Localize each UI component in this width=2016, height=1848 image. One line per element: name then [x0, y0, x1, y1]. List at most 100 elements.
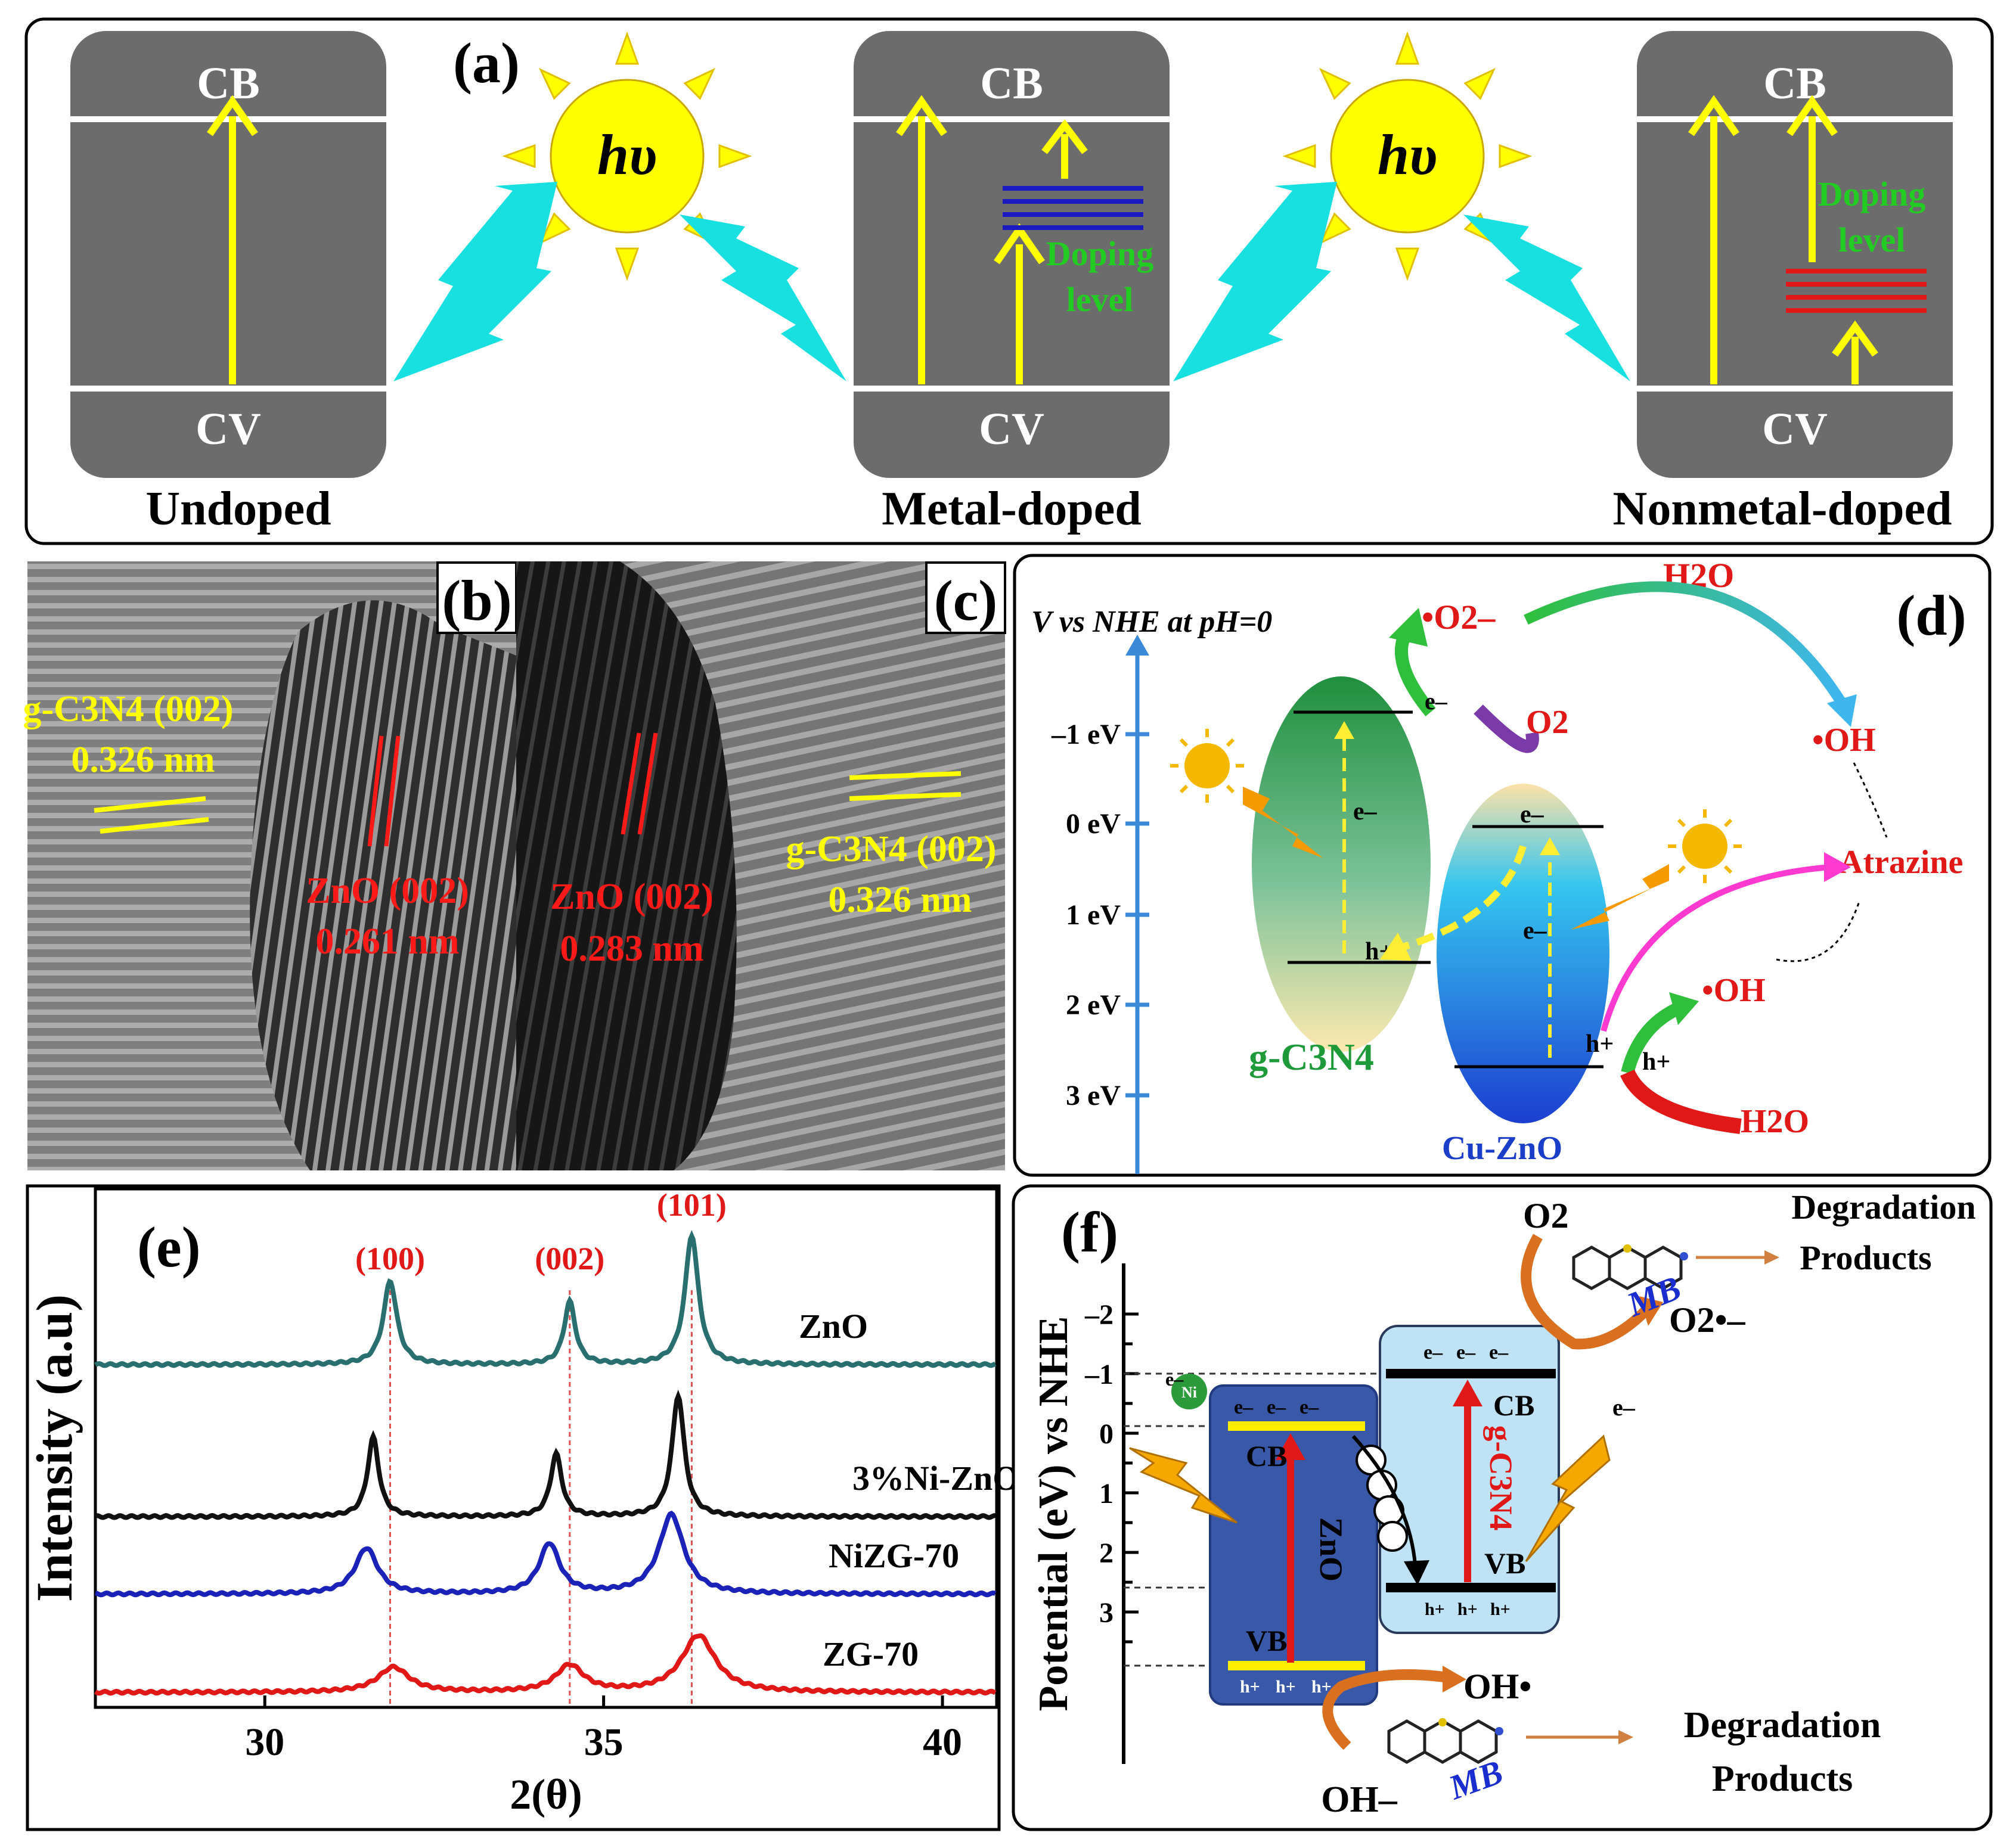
zno-plane-label: ZnO (002)	[306, 871, 469, 911]
sun-icon	[1668, 809, 1742, 883]
gcn-label: g-C3N4	[1483, 1425, 1519, 1531]
svg-text:2: 2	[1099, 1538, 1114, 1569]
axis-tick-labels: –1 eV 0 eV 1 eV 2 eV 3 eV	[1051, 719, 1121, 1111]
lightning-bolt-icon	[393, 182, 557, 381]
plot-area	[94, 1187, 998, 1709]
cb-label: CB	[1763, 58, 1826, 108]
panel-b-hrtem: (b) g-C3N4 (002) 0.326 nm ZnO (002) 0.26…	[23, 561, 517, 1170]
electron-label: e–	[1523, 917, 1547, 945]
panel-a: (a) CB CV Undoped CB CV	[24, 17, 1994, 545]
o2-reduction-arrow	[1521, 1234, 1649, 1350]
svg-text:e–: e–	[1267, 1396, 1286, 1418]
oh-top-label: •OH	[1812, 722, 1876, 759]
lightning-bolt-icon	[1525, 1434, 1611, 1562]
vb-label: VB	[1246, 1624, 1287, 1657]
o2-label: O2	[1523, 1196, 1569, 1235]
atrazine-label: Atrazine	[1839, 844, 1963, 881]
vb-label: CV	[1762, 404, 1828, 454]
vb-label: VB	[1484, 1546, 1525, 1580]
svg-text:h+: h+	[1425, 1599, 1445, 1619]
panel-a-label: (a)	[453, 31, 520, 95]
panel-b-label: (b)	[442, 569, 511, 632]
svg-text:0 eV: 0 eV	[1066, 808, 1121, 840]
panel-f-label: (f)	[1061, 1200, 1118, 1264]
band-box-undoped: CB CV Undoped	[70, 31, 386, 535]
gcn-plane-label: g-C3N4 (002)	[23, 689, 234, 729]
lightning-bolt-icon	[680, 215, 846, 381]
o2-reduction-arrow	[1474, 704, 1539, 753]
svg-text:h+: h+	[1490, 1599, 1511, 1619]
arrowhead	[1787, 95, 1838, 136]
peak-label: (101)	[657, 1187, 727, 1223]
y-axis-title: Potential (eV) vs NHE	[1031, 1316, 1077, 1712]
electron-label: e–	[1612, 1394, 1636, 1421]
cb-label: CB	[1493, 1389, 1534, 1422]
zno-spacing-label: 0.261 nm	[315, 921, 459, 962]
zno-fringe-marker	[367, 735, 384, 847]
superoxide-to-oh-arrow	[1524, 581, 1847, 706]
zno-crystal	[250, 600, 516, 1170]
x-axis-title: 2(θ)	[510, 1771, 582, 1818]
svg-text:–2: –2	[1084, 1299, 1114, 1331]
caption-undoped: Undoped	[145, 483, 331, 535]
degradation-label-bottom: Degradation	[1684, 1705, 1881, 1745]
electron-label: e–	[1353, 798, 1378, 825]
arrowhead	[207, 95, 258, 136]
panel-f: (f) Potential (eV) vs NHE –2 –1 0 1 2 3	[1012, 1184, 1993, 1831]
oh-radical-label: OH•	[1463, 1667, 1531, 1706]
svg-text:–1 eV: –1 eV	[1051, 719, 1121, 750]
panel-b-label-box	[436, 561, 517, 634]
lightning-bolt-icon	[1129, 1447, 1237, 1524]
ni-label: Ni	[1181, 1384, 1197, 1401]
zno-plane-label: ZnO (002)	[550, 877, 714, 917]
lightning-bolt-icon	[1173, 182, 1337, 381]
h2o-bottom-label: H2O	[1741, 1103, 1809, 1140]
sun-icon: hυ	[502, 31, 752, 281]
vb-label: CV	[979, 404, 1044, 454]
ni-particle	[1171, 1374, 1207, 1409]
xrd-series-ZG-70	[94, 1633, 997, 1696]
band-box	[854, 31, 1170, 478]
hole-label: h+	[1586, 1030, 1614, 1058]
vb-label: CV	[196, 404, 261, 454]
chart-marks: (100)(002)(101)ZnO3%Ni-ZnONiZG-70ZG-7030…	[94, 1187, 1019, 1764]
zno-electrons: e– e– e–	[1234, 1396, 1319, 1418]
svg-text:3: 3	[1099, 1597, 1114, 1629]
sun-icon: hυ	[1282, 31, 1533, 281]
gcn-fringe-marker	[94, 796, 206, 813]
xrd-series-NiZG-70	[95, 1510, 997, 1598]
electron-transfer-arrow	[1351, 1434, 1418, 1574]
zno-crystal	[516, 561, 737, 1170]
series-label: ZG-70	[823, 1635, 919, 1673]
electron-label: e–	[1520, 801, 1544, 828]
svg-text:e–: e–	[1489, 1341, 1509, 1364]
svg-text:h+: h+	[1276, 1677, 1296, 1697]
series-label: NiZG-70	[829, 1536, 959, 1575]
x-tick-label: 40	[923, 1720, 962, 1764]
caption-nonmetal-doped: Nonmetal-doped	[1613, 483, 1952, 535]
doping-label-2: level	[1838, 220, 1906, 259]
superoxide-label: •O2–	[1422, 598, 1496, 636]
hole-label: h+	[1642, 1048, 1670, 1076]
degradation-label-top: Degradation	[1791, 1188, 1975, 1226]
sun-label: hυ	[1378, 123, 1437, 187]
zno-fringe-marker	[637, 732, 658, 835]
arrowhead	[1041, 119, 1088, 154]
zno-holes: h+ h+ h+	[1240, 1677, 1332, 1697]
doping-label-1: Doping	[1046, 234, 1154, 273]
caption-metal-doped: Metal-doped	[882, 483, 1142, 535]
arrowhead	[896, 95, 947, 136]
svg-text:3 eV: 3 eV	[1066, 1080, 1121, 1111]
gcn-spacing-label: 0.326 nm	[828, 880, 972, 920]
doping-label-1: Doping	[1818, 175, 1926, 213]
oh-minus-label: OH–	[1321, 1779, 1397, 1820]
band-box	[70, 31, 386, 478]
mb-molecule-icon	[1387, 1718, 1503, 1764]
products-label-bottom: Products	[1712, 1759, 1853, 1799]
series-label: 3%Ni-ZnO	[852, 1459, 1019, 1498]
gcn-holes: h+ h+ h+	[1425, 1599, 1511, 1619]
series-label: ZnO	[799, 1307, 868, 1346]
xrd-series-3%Ni-ZnO	[94, 1390, 995, 1520]
band-box-nonmetal-doped: CB CV Doping level Nonmetal-doped	[1613, 31, 1953, 535]
